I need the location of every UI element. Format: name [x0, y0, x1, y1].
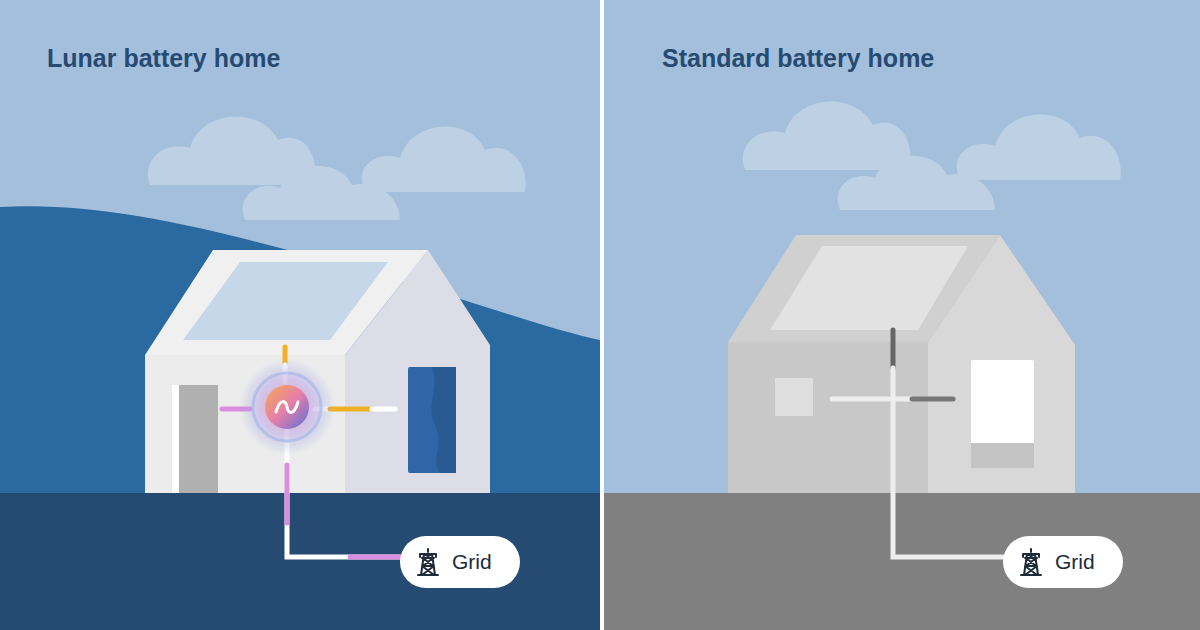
- house-front: [145, 355, 345, 493]
- window: [775, 378, 813, 416]
- solar-panel: [183, 262, 388, 340]
- roof: [145, 250, 428, 355]
- hill: [0, 206, 600, 493]
- roof: [728, 235, 1000, 342]
- battery-charge: [971, 443, 1034, 468]
- panel-heading: Lunar battery home: [47, 44, 280, 73]
- grid-pill: Grid: [1003, 536, 1123, 588]
- node-label: Grid: [452, 536, 492, 588]
- wires: [222, 347, 405, 557]
- divider: [600, 0, 604, 630]
- pylon-strokes: [418, 549, 438, 575]
- house-front: [728, 342, 928, 493]
- pylon-icon: [1019, 548, 1043, 576]
- door-frame: [172, 385, 179, 493]
- panel-heading: Standard battery home: [662, 44, 934, 73]
- sky: [0, 0, 600, 630]
- node-label: Grid: [1055, 536, 1095, 588]
- battery: [971, 360, 1034, 468]
- solar-panel: [770, 246, 968, 330]
- ground: [604, 493, 1200, 630]
- battery-charge: [431, 367, 456, 473]
- ground: [0, 493, 600, 630]
- battery-glow: [239, 359, 335, 455]
- battery-core: [265, 385, 309, 429]
- battery: [408, 367, 456, 473]
- door: [172, 385, 218, 493]
- pylon-strokes: [1021, 549, 1041, 575]
- glow-ring: [253, 373, 321, 441]
- grid-pill: Grid: [400, 536, 520, 588]
- clouds: [148, 116, 526, 220]
- wave-symbol: [276, 402, 298, 413]
- sky: [604, 0, 1200, 630]
- pylon-icon: [416, 548, 440, 576]
- clouds: [743, 101, 1121, 210]
- wires: [832, 330, 1008, 557]
